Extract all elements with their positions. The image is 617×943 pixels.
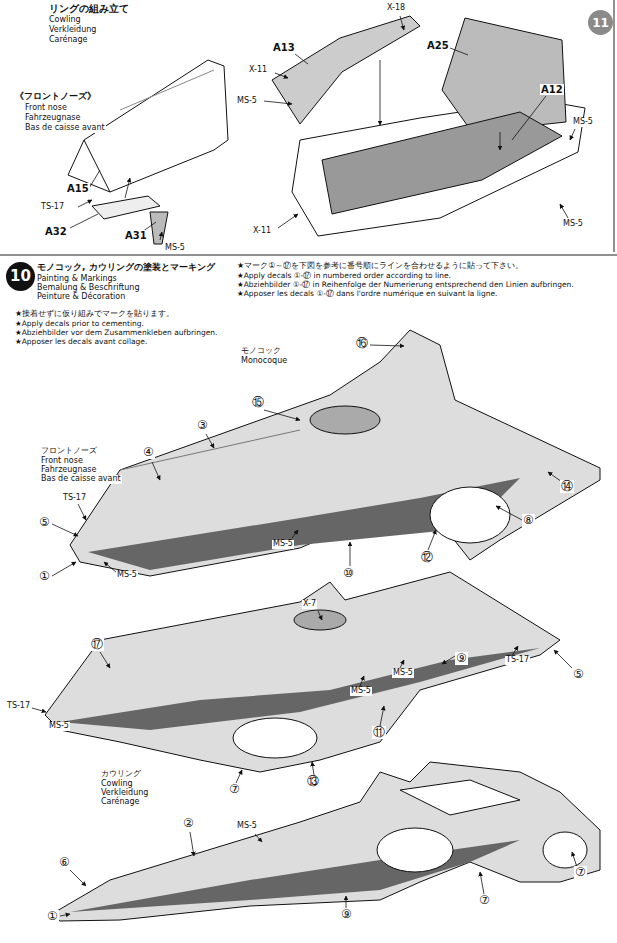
step-heading: Bemalung & Beschriftung	[36, 284, 140, 293]
frame-line	[0, 254, 617, 255]
part-name: Fahrzeugnase	[40, 466, 97, 475]
part-number: A15	[66, 183, 90, 194]
part-name: Cowling	[100, 780, 134, 789]
callout-number: ①	[46, 910, 59, 923]
screw-code: TS-17	[6, 702, 31, 711]
callout-number: ⑪	[372, 726, 386, 739]
part-name: カウリング	[100, 770, 142, 779]
screw-code: MS-5	[562, 220, 584, 229]
step-heading: モノコック, カウリングの塗装とマーキング	[36, 263, 216, 273]
section-heading: リングの組み立て	[48, 3, 130, 14]
screw-code: MS-5	[164, 244, 186, 253]
section-heading: Verkleidung	[48, 26, 97, 35]
callout-number: ⑨	[340, 908, 353, 921]
part-name: Bas de caisse avant	[40, 475, 122, 484]
car-body	[45, 572, 560, 772]
step-number: 11	[592, 17, 609, 29]
screw-code: MS-5	[272, 540, 294, 549]
step-number-circle: 10	[6, 262, 35, 291]
callout-number: ⑩	[342, 567, 355, 580]
screw-code: TS-17	[40, 203, 65, 212]
section-heading: Carénage	[48, 36, 89, 45]
callout-number: ⑯	[355, 337, 369, 350]
part-number: A12	[540, 84, 564, 95]
step-number-circle: 11	[588, 10, 613, 35]
part-number: A25	[426, 40, 450, 51]
screw-code: TS-17	[62, 494, 87, 503]
part-name: Front nose	[40, 457, 84, 466]
note-text: ★Apply decals prior to cementing.	[14, 320, 145, 328]
screw-code: X-18	[386, 4, 406, 13]
screw-code: MS-5	[236, 822, 258, 831]
screw-code: MS-5	[48, 722, 70, 731]
callout-number: ⑧	[522, 514, 535, 527]
callout-number: ⑮	[251, 396, 265, 409]
note-text: ★接着せずに仮り組みでマークを貼ります。	[14, 310, 175, 319]
sub-heading: 《フロントノーズ》	[14, 92, 97, 102]
part-number: A31	[124, 230, 148, 241]
step-number: 10	[10, 269, 31, 284]
part-name: Carénage	[100, 798, 141, 807]
note-text: ★Abziehbilder vor dem Zusammenkleben auf…	[14, 329, 218, 337]
callout-number: ③	[196, 419, 209, 432]
screw-code: MS-5	[350, 687, 372, 696]
step-heading: Peinture & Décoration	[36, 293, 126, 302]
sub-heading: Bas de caisse avant	[24, 124, 106, 133]
callout-number: ②	[182, 817, 195, 830]
callout-number: ⑦	[478, 894, 491, 907]
frame-line	[614, 0, 615, 252]
callout-number: ⑰	[90, 638, 104, 651]
step-heading: Painting & Markings	[36, 275, 118, 284]
note-text: ★Apposer les decals ①-⑰ dans l'ordre num…	[236, 290, 498, 298]
callout-number: ⑦	[574, 866, 587, 879]
sub-heading: Fahrzeugnase	[24, 114, 81, 123]
front-nose-part	[68, 60, 228, 244]
note-text: ★Abziehbilder ①-⑰ in Reihenfolge der Num…	[236, 281, 575, 289]
part-number: A32	[44, 226, 68, 237]
car-body	[70, 330, 600, 576]
screw-code: MS-5	[572, 118, 594, 127]
callout-number: ⑤	[572, 668, 585, 681]
callout-number: ⑬	[306, 775, 320, 788]
part-number: A13	[272, 42, 296, 53]
part-name: Verkleidung	[100, 789, 149, 798]
screw-code: MS-5	[392, 669, 414, 678]
note-text: ★マーク①～⑰を下図を参考に番号順にラインを合わせるように貼って下さい。	[236, 262, 524, 271]
part-name: フロントノーズ	[40, 447, 98, 456]
callout-number: ⑫	[420, 551, 434, 564]
callout-number: ④	[142, 446, 155, 459]
screw-code: TS-17	[505, 656, 530, 665]
screw-code: X-7	[302, 600, 317, 609]
part-name: Monocoque	[240, 357, 288, 366]
callout-number: ①	[38, 570, 51, 583]
screw-code: MS-5	[236, 97, 258, 106]
callout-number: ⑦	[228, 783, 241, 796]
callout-number: ⑥	[58, 856, 71, 869]
note-text: ★Apposer les decals avant collage.	[14, 338, 148, 346]
callout-number: ⑭	[560, 480, 574, 493]
screw-code: X-11	[252, 227, 272, 236]
callout-number: ⑤	[38, 516, 51, 529]
part-name: モノコック	[240, 347, 282, 356]
screw-code: X-11	[248, 66, 268, 75]
note-text: ★Apply decals ①-⑰ in numbered order acco…	[236, 272, 452, 280]
sub-heading: Front nose	[24, 104, 68, 113]
screw-code: MS-5	[116, 571, 138, 580]
cowling-part	[272, 16, 585, 236]
callout-number: ⑨	[455, 652, 468, 665]
cowling-body	[50, 762, 600, 921]
section-heading: Cowling	[48, 16, 82, 25]
